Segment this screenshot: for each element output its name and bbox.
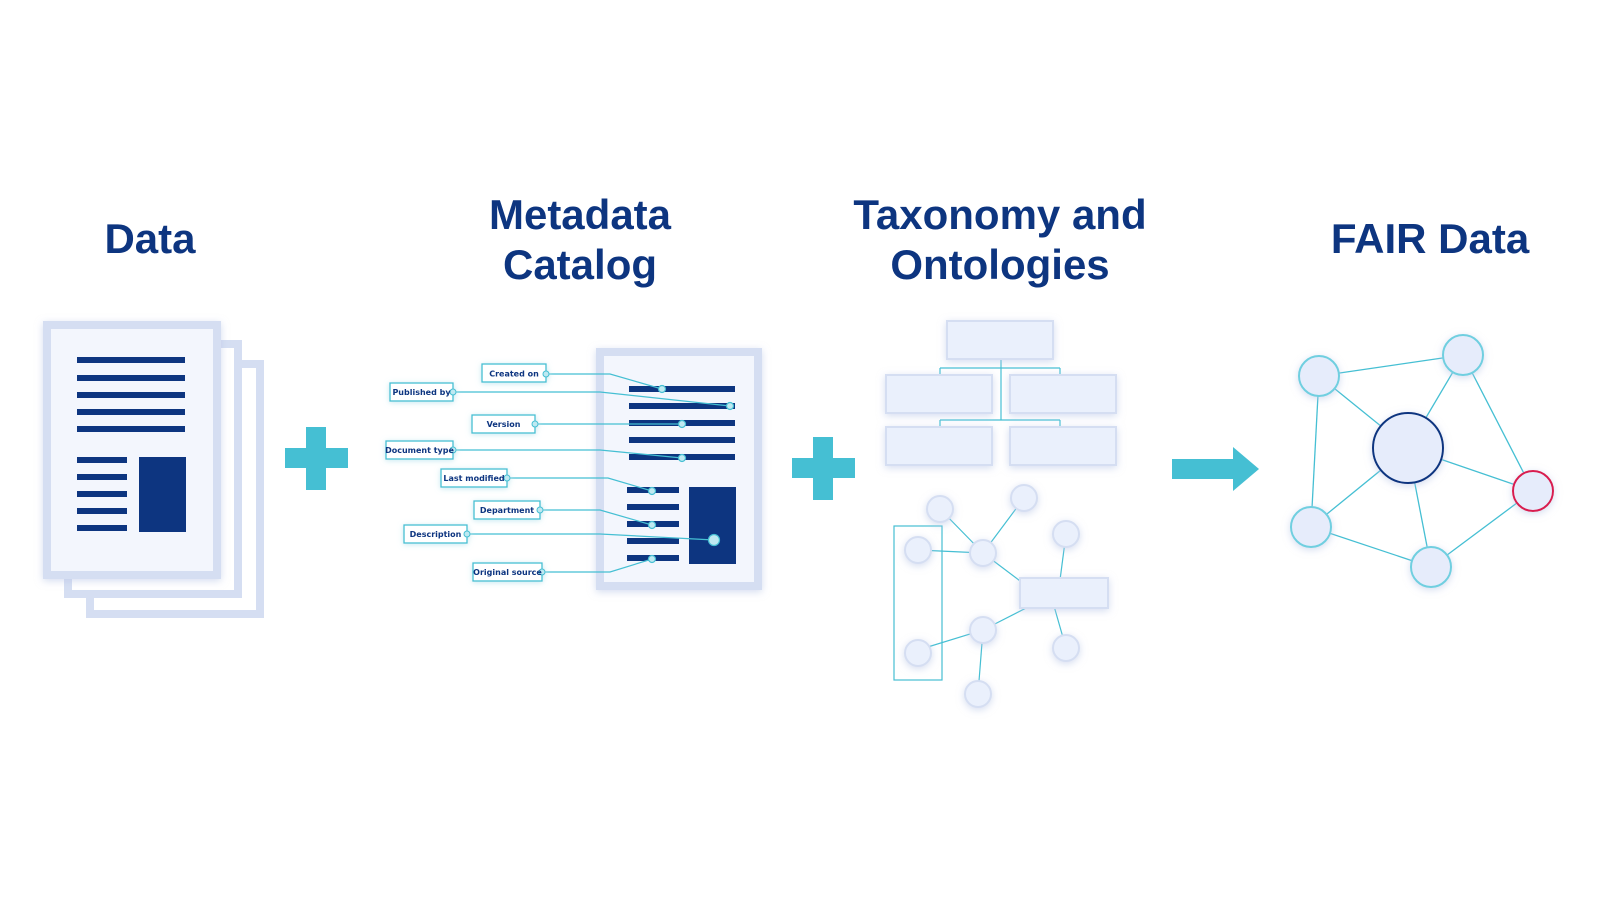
network-node <box>1298 355 1340 397</box>
taxonomy-leaf-box <box>1009 426 1117 466</box>
plus-icon <box>792 437 855 500</box>
metadata-tag: Document type <box>385 440 457 460</box>
text-line-icon <box>77 508 127 514</box>
tag-label: Published by <box>392 388 451 397</box>
text-line-icon <box>627 504 679 510</box>
connector-dot <box>657 384 667 394</box>
ontology-group-frame <box>893 525 943 681</box>
taxonomy-tree-icon <box>885 320 1117 466</box>
text-line-icon <box>629 437 735 443</box>
ontology-node <box>926 495 954 523</box>
connector-dot <box>725 401 735 411</box>
tag-label: Last modified <box>443 474 505 483</box>
ontology-node <box>969 539 997 567</box>
connector-dot <box>647 520 657 530</box>
image-block-icon <box>689 487 736 564</box>
document-front-page <box>43 321 221 579</box>
text-line-icon <box>77 457 127 463</box>
tag-label: Department <box>480 506 534 515</box>
tag-label: Description <box>410 530 462 539</box>
text-line-icon <box>629 403 735 409</box>
image-block-icon <box>139 457 186 532</box>
taxonomy-child-box <box>1009 374 1117 414</box>
document-stack-icon <box>43 321 264 618</box>
connector-dot <box>677 453 687 463</box>
metadata-title-line1: Metadata <box>488 191 672 238</box>
text-line-icon <box>77 525 127 531</box>
text-line-icon <box>77 409 185 415</box>
fair-network-graph <box>1290 334 1554 588</box>
ontology-node <box>1052 634 1080 662</box>
text-line-icon <box>629 386 735 392</box>
tag-label: Version <box>487 420 521 429</box>
metadata-tag: Last modified <box>440 468 511 488</box>
taxonomy-title-line1: Taxonomy and <box>853 191 1147 238</box>
taxonomy-leaf-box <box>885 426 993 466</box>
ontology-graph-icon <box>893 484 1109 708</box>
text-line-icon <box>77 357 185 363</box>
ontology-node <box>964 680 992 708</box>
text-line-icon <box>77 426 185 432</box>
metadata-tag: Department <box>473 500 544 520</box>
tag-label: Document type <box>385 446 454 455</box>
text-line-icon <box>77 474 127 480</box>
ontology-node <box>904 639 932 667</box>
metadata-tag: Description <box>403 524 471 544</box>
text-line-icon <box>77 375 185 381</box>
connector-dot <box>707 533 721 547</box>
tag-label: Created on <box>489 370 539 379</box>
connector-dot <box>647 486 657 496</box>
metadata-tag: Original source <box>472 562 546 582</box>
network-node <box>1290 506 1332 548</box>
network-node <box>1442 334 1484 376</box>
metadata-catalog-icon: Created on Published by Version Document… <box>385 348 762 590</box>
metadata-title-line2: Catalog <box>502 241 657 288</box>
connector-dot <box>677 419 687 429</box>
ontology-node <box>1010 484 1038 512</box>
network-highlight-node <box>1512 470 1554 512</box>
ontology-class-box <box>1019 577 1109 609</box>
arrow-right-icon <box>1172 447 1259 491</box>
plus-icon <box>285 427 348 490</box>
fair-data-title: FAIR Data <box>1330 215 1530 262</box>
text-line-icon <box>77 392 185 398</box>
taxonomy-title-line2: Ontologies <box>890 241 1110 288</box>
tag-label: Original source <box>473 568 542 577</box>
data-title: Data <box>104 215 196 262</box>
metadata-tag: Created on <box>481 363 550 383</box>
metadata-tag: Version <box>471 414 539 434</box>
taxonomy-child-box <box>885 374 993 414</box>
metadata-tag: Published by <box>389 382 457 402</box>
taxonomy-root-box <box>946 320 1054 360</box>
connector-dot <box>647 554 657 564</box>
ontology-node <box>969 616 997 644</box>
text-line-icon <box>77 491 127 497</box>
ontology-node <box>1052 520 1080 548</box>
network-central-node <box>1372 412 1444 484</box>
network-node <box>1410 546 1452 588</box>
text-line-icon <box>627 538 679 544</box>
ontology-node <box>904 536 932 564</box>
